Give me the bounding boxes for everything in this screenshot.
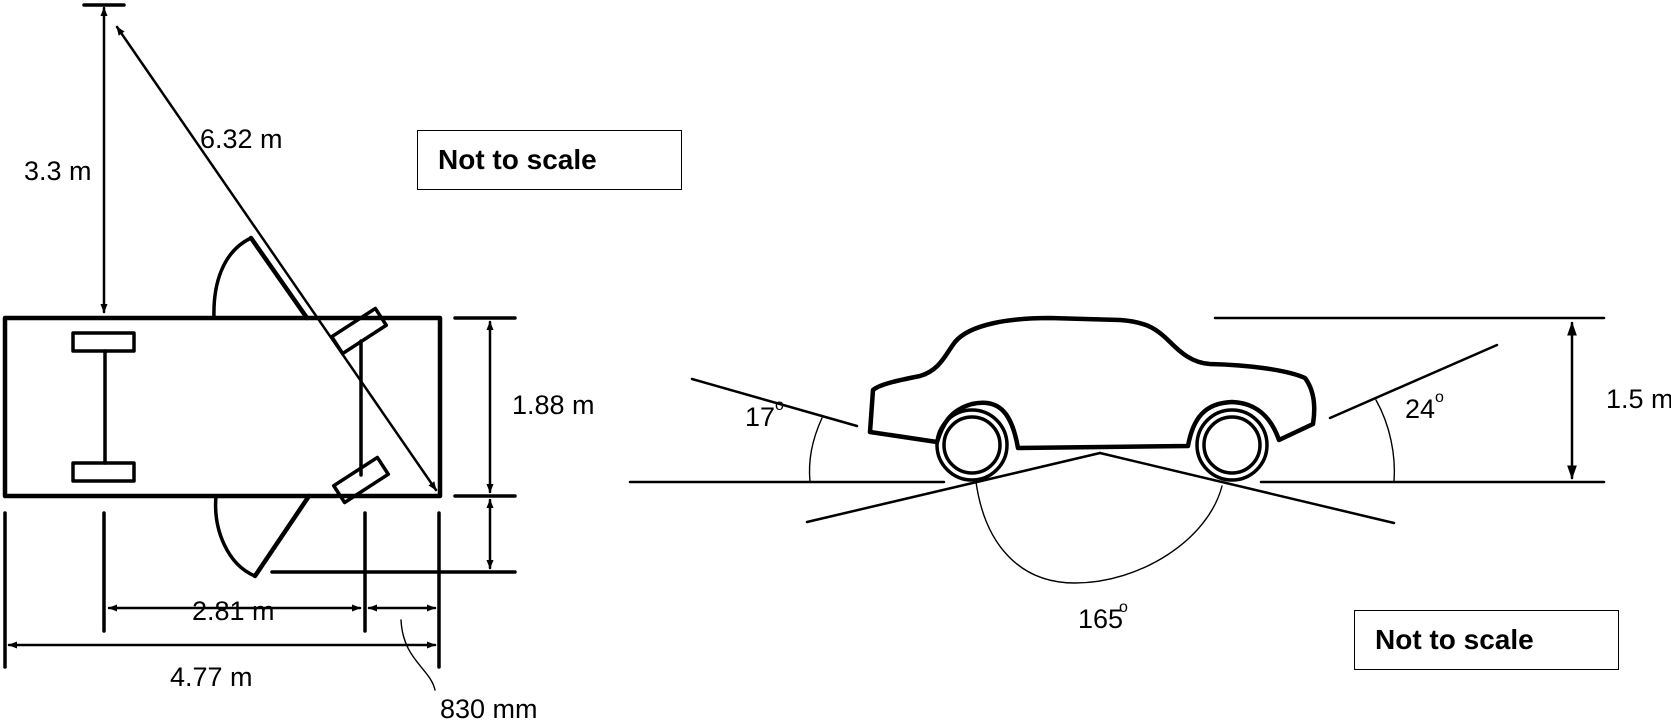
front-wheel [1195,408,1269,482]
front-overhang-label: 830 mm [440,694,538,724]
front-axle [329,306,391,505]
departure-angle-degree: o [1435,389,1444,406]
open-door-top [212,235,310,321]
wheelbase-label: 2.81 m [192,596,275,626]
top-view: 3.3 m 6.32 m 1.88 m 2.81 m 4.77 m 830 mm [2,3,595,724]
width-label: 1.88 m [512,390,595,420]
approach-angle-label: 17 [745,402,775,432]
side-view: 17 o 24 o 165 o 1.5 m [628,315,1671,634]
length-label: 4.77 m [170,662,253,692]
breakover-angle-label: 165 [1078,604,1123,634]
departure-angle-label: 24 [1405,394,1435,424]
open-door-bottom [213,493,312,579]
car-body-side-outline [867,315,1317,451]
approach-angle-degree: o [775,397,784,414]
turning-diagonal-label: 6.32 m [200,124,283,154]
rear-wheel [935,408,1009,482]
not-to-scale-note-right: Not to scale [1354,610,1619,670]
not-to-scale-note-left: Not to scale [417,130,682,190]
breakover-angle-degree: o [1119,599,1128,616]
car-body-top-outline [2,315,443,499]
rear-axle [71,331,136,483]
height-label: 1.5 m [1606,384,1671,414]
front-clearance-label: 3.3 m [24,156,92,186]
